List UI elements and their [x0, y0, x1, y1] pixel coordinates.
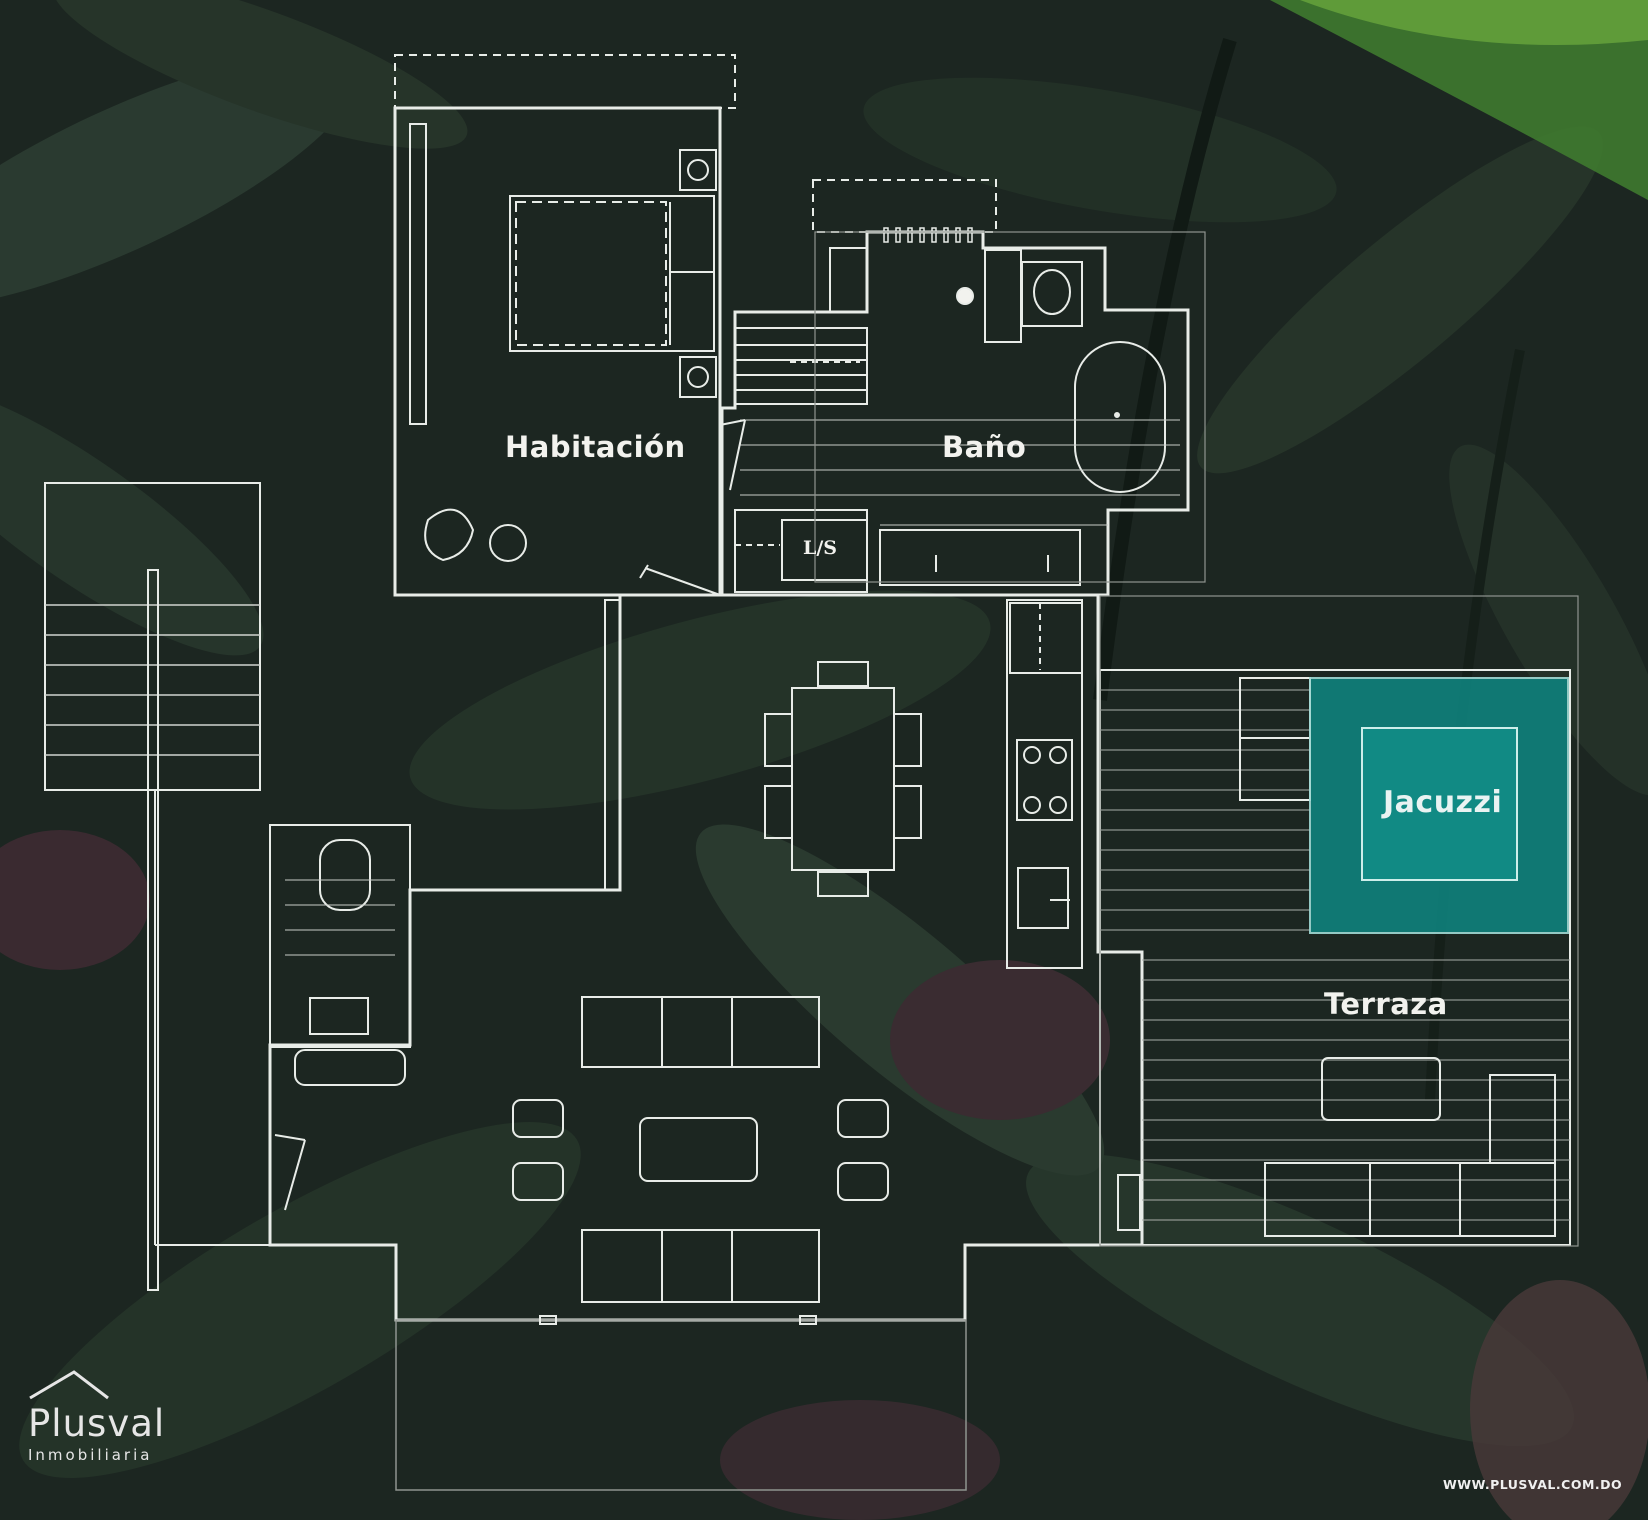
brand-website: WWW.PLUSVAL.COM.DO	[1443, 1477, 1623, 1492]
brand-tagline: Inmobiliaria	[28, 1446, 153, 1464]
room-label-laundry: L/S	[803, 537, 838, 559]
brand-logo: Plusval Inmobiliaria	[28, 1402, 166, 1465]
brand-name: Plusval	[28, 1402, 166, 1445]
walls-and-fixtures	[44, 54, 1579, 1491]
logo-roof-mark	[29, 1370, 109, 1400]
room-label-habitacion: Habitación	[505, 430, 686, 464]
room-label-bano: Baño	[942, 430, 1027, 464]
room-label-jacuzzi: Jacuzzi	[1383, 785, 1503, 820]
room-label-terraza: Terraza	[1324, 987, 1448, 1021]
jacuzzi-area	[1309, 677, 1569, 934]
